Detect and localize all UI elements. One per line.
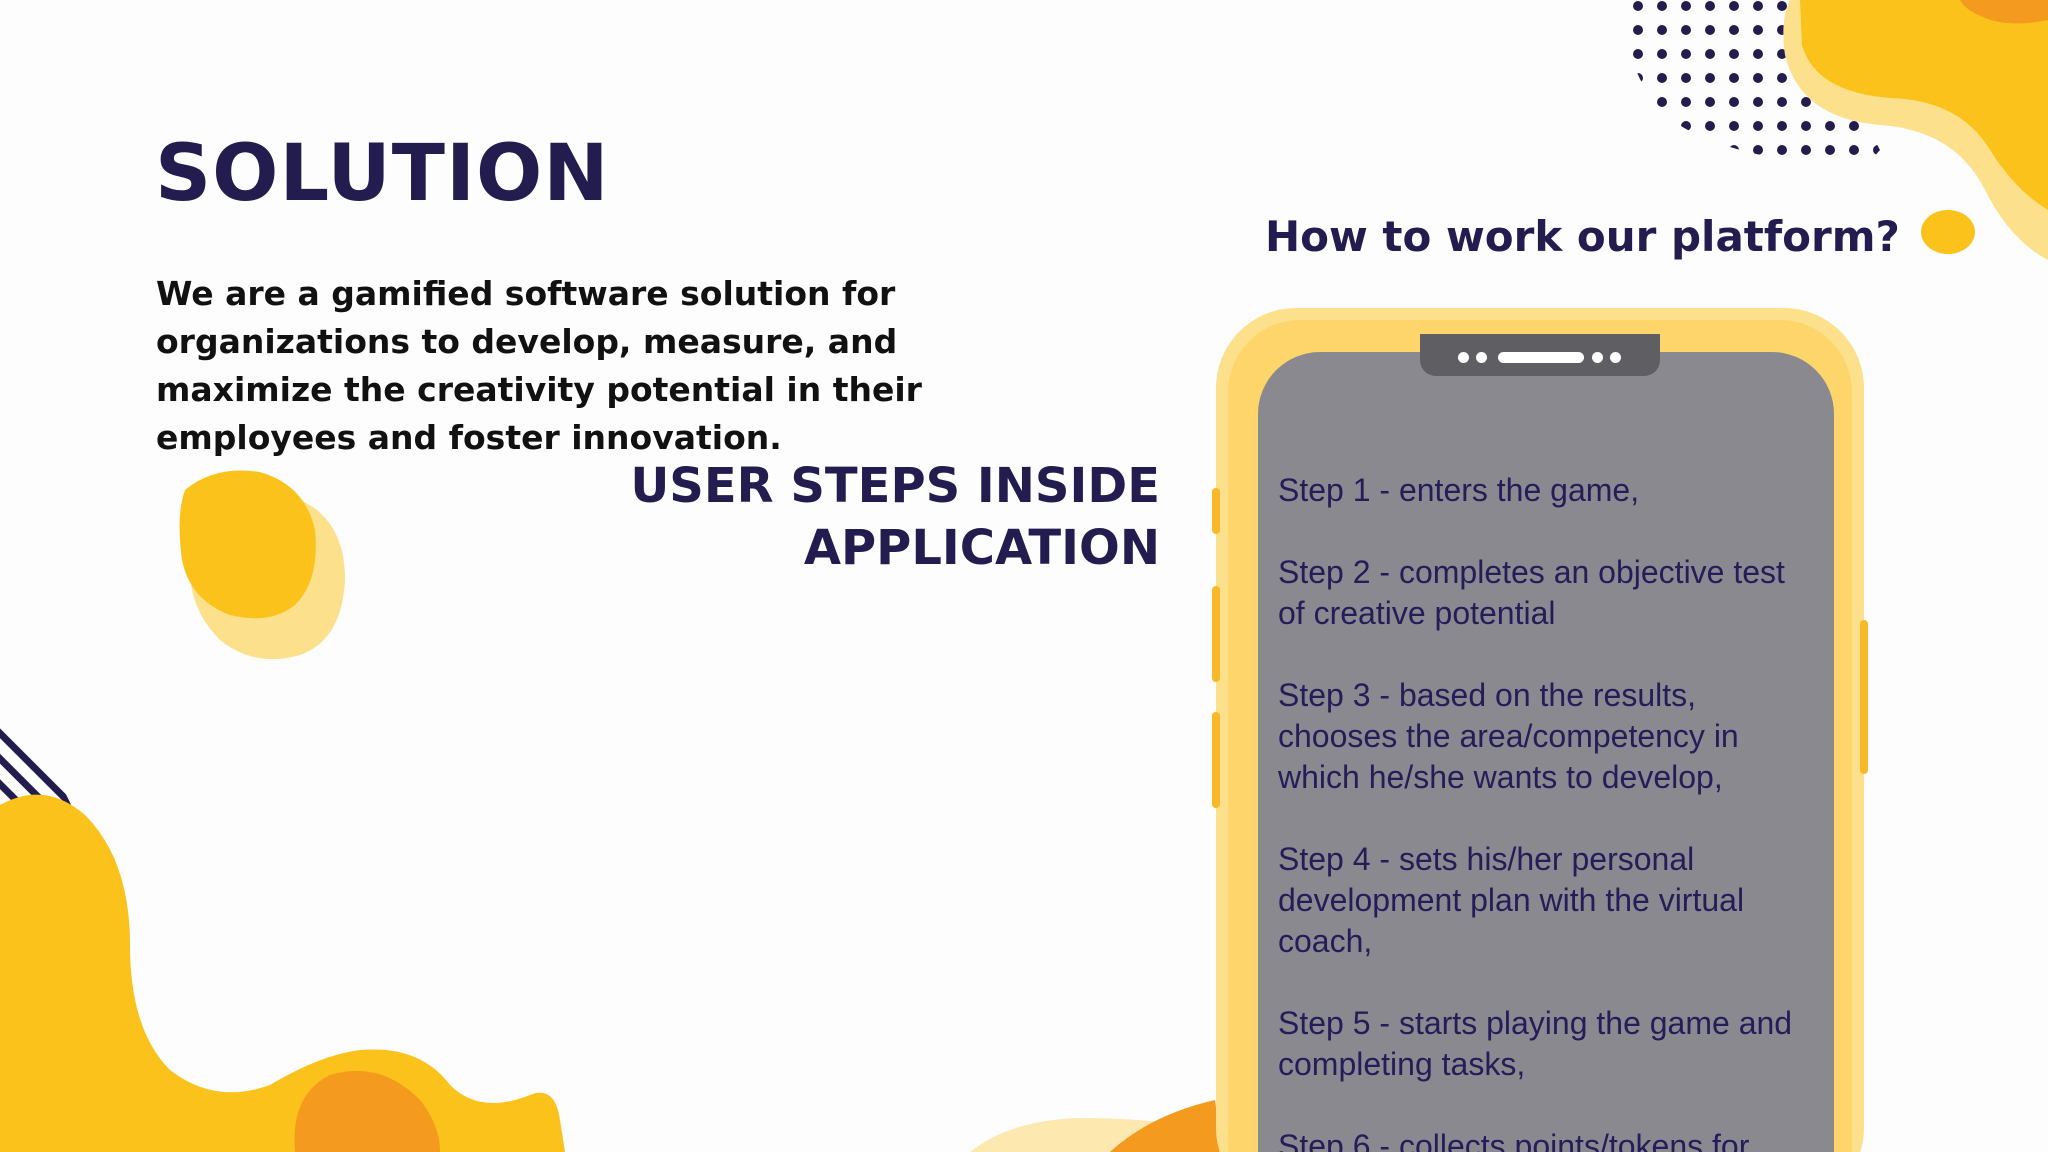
list-item: Step 5 - starts playing the game and com…	[1278, 1005, 1793, 1082]
phone-screen: Step 1 - enters the game, Step 2 - compl…	[1258, 352, 1834, 1152]
phone-side-button	[1860, 620, 1868, 774]
list-item: Step 1 - enters the game,	[1278, 472, 1640, 508]
phone-side-button	[1212, 586, 1220, 682]
intro-text: We are a gamified software solution for …	[156, 274, 922, 457]
page-title: SOLUTION	[155, 129, 610, 219]
list-item: Step 3 - based on the results, chooses t…	[1278, 677, 1739, 795]
list-item: Step 4 - sets his/her personal developme…	[1278, 841, 1745, 959]
platform-question: How to work our platform?	[1265, 212, 1900, 261]
camera-dot-icon	[1476, 352, 1487, 363]
list-item: Step 6 - collects points/tokens for	[1278, 1128, 1750, 1152]
phone-notch	[1420, 334, 1660, 376]
camera-dot-icon	[1610, 352, 1621, 363]
camera-dot-icon	[1458, 352, 1469, 363]
list-item: Step 2 - completes an objective test of …	[1278, 554, 1785, 631]
camera-dot-icon	[1592, 352, 1603, 363]
steps-list: Step 1 - enters the game, Step 2 - compl…	[1278, 470, 1818, 1152]
steps-heading: USER STEPS INSIDE APPLICATION	[630, 458, 1160, 576]
phone-side-button	[1212, 712, 1220, 808]
phone-side-button	[1212, 488, 1220, 534]
speaker-icon	[1498, 352, 1584, 363]
